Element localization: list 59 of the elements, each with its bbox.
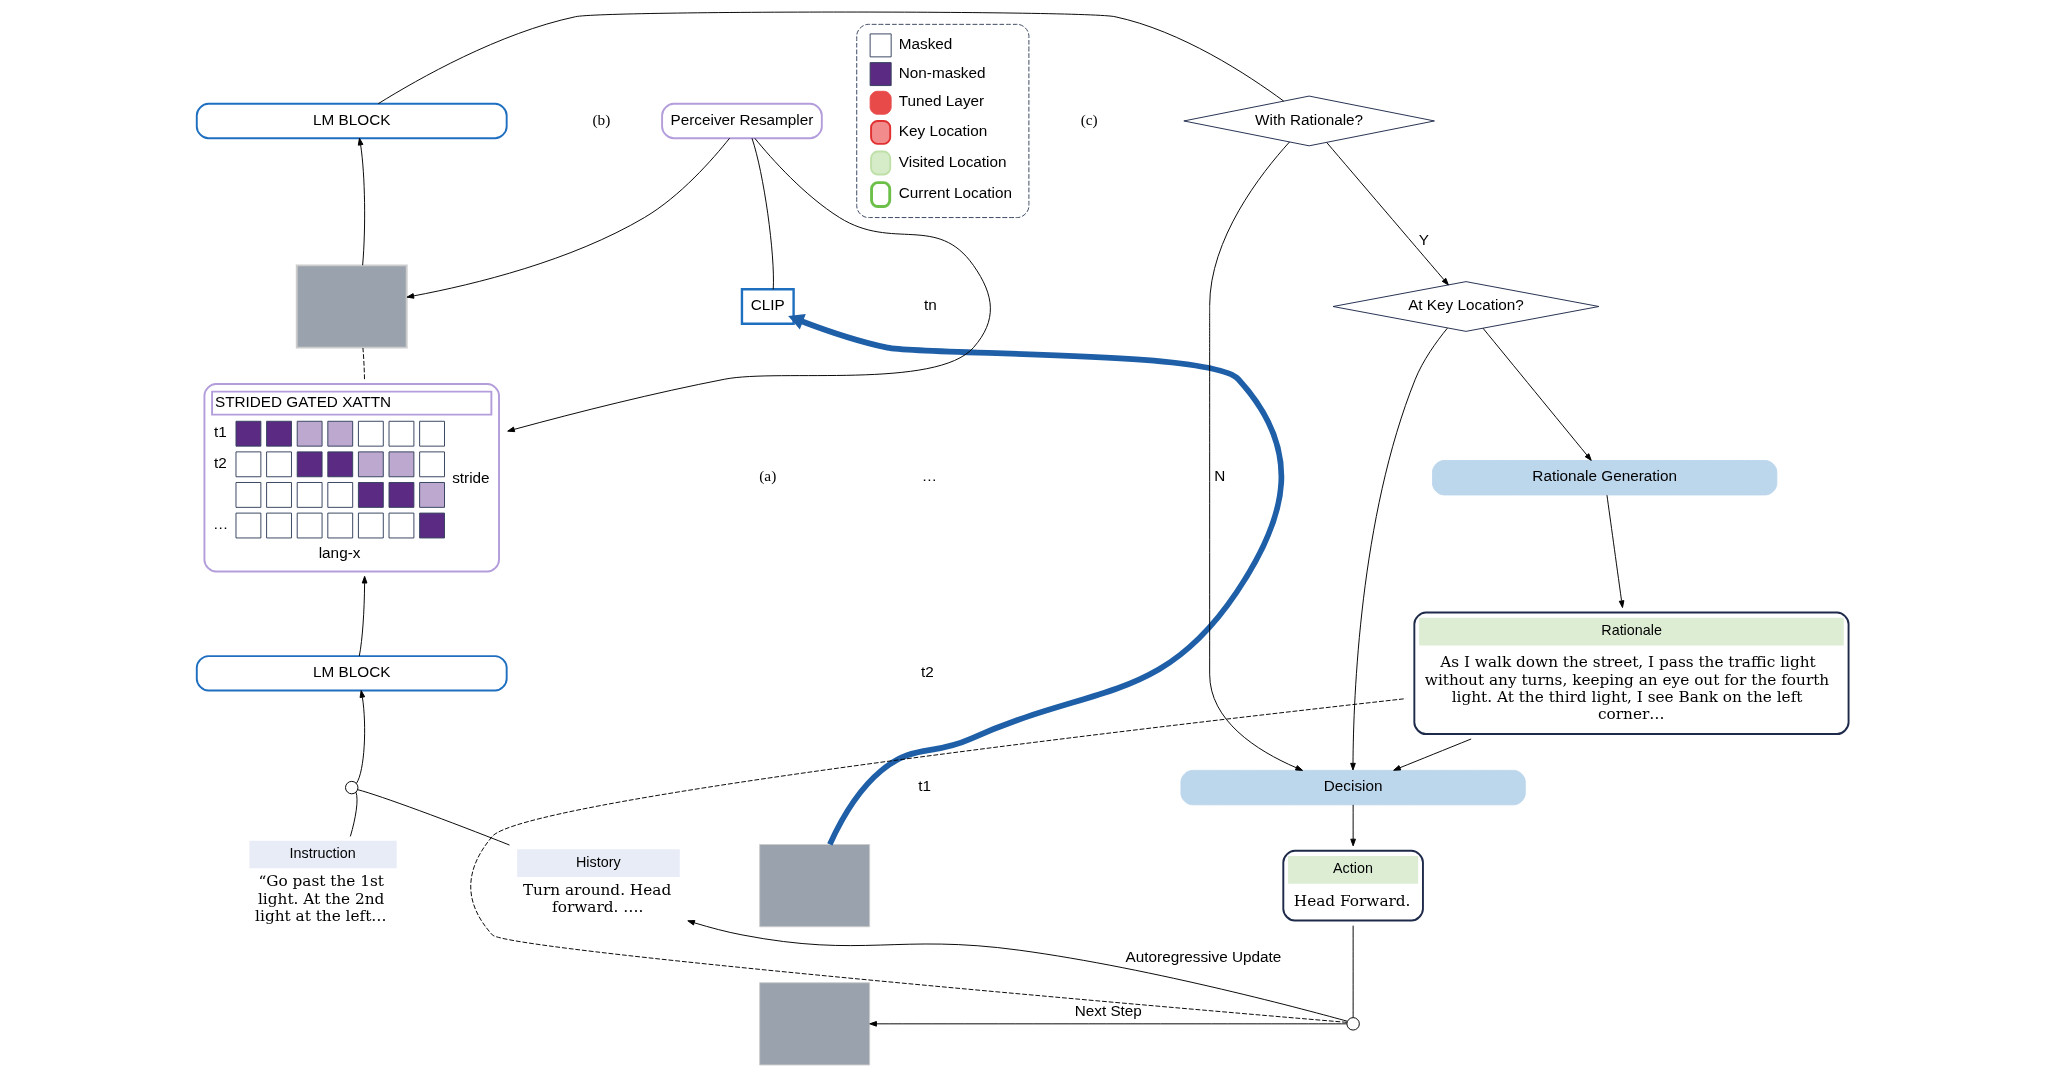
arrow: [1482, 327, 1592, 461]
arrow: [406, 137, 731, 299]
node-box: Action Head Forward.: [1282, 849, 1424, 922]
arrow: [355, 690, 366, 784]
node-box: LM BLOCK: [195, 655, 508, 692]
node-box: Rationale Generation: [1432, 460, 1778, 496]
label: (c): [1080, 110, 1098, 128]
edge-label: N: [1214, 467, 1226, 485]
arrow: [1350, 804, 1356, 847]
connector: [751, 137, 774, 290]
label: …: [213, 515, 229, 533]
node-circle: [345, 780, 359, 795]
label: lang-x: [318, 543, 361, 561]
edge-label: Autoregressive Update: [1125, 948, 1282, 966]
arrow: [507, 137, 991, 433]
arrow: [788, 313, 1285, 846]
label: t2: [921, 662, 934, 680]
label: …: [921, 467, 938, 485]
legend-label: Visited Location: [898, 152, 1007, 170]
label: t1: [918, 777, 932, 795]
node-label: Turn around. Head forward. ….: [522, 881, 672, 917]
arrow: [1350, 327, 1448, 771]
node-box: [295, 264, 408, 349]
connector: [470, 698, 1407, 1023]
connector: [1352, 925, 1354, 1018]
node-box: Rationale As I walk down the street, I pass the traffic light without any turns, keeping an eye out for the fourth light. At the third light, I see Bank on the left corner…: [1413, 611, 1850, 735]
node-box: LM BLOCK: [195, 102, 508, 140]
node-diamond: At Key Location?: [1332, 281, 1600, 332]
node-box: CLIP: [740, 288, 795, 325]
label: tn: [923, 296, 937, 314]
connector: [349, 791, 358, 837]
arrow: [357, 137, 366, 266]
node-diamond: With Rationale?: [1183, 95, 1435, 147]
node-box: [759, 844, 871, 928]
label: (b): [592, 110, 611, 128]
arrow: [869, 1021, 1348, 1027]
label: t1: [214, 423, 227, 441]
arrow: [1326, 142, 1449, 286]
connector: [377, 11, 1285, 105]
connector: [362, 347, 365, 380]
arrow: [1606, 494, 1625, 609]
label: (a): [759, 467, 777, 485]
label: t2: [214, 453, 227, 471]
legend-label: Key Location: [898, 122, 988, 140]
node-box: Decision: [1180, 769, 1526, 806]
arrow: [687, 920, 1348, 1022]
legend-label: Tuned Layer: [898, 92, 985, 110]
edge-label: Y: [1418, 231, 1430, 249]
node-box: Perceiver Resampler: [661, 102, 823, 140]
edge-label: Next Step: [1074, 1002, 1142, 1019]
legend-label: Current Location: [898, 184, 1012, 202]
legend-label: Masked: [898, 35, 953, 53]
arrow: [358, 575, 368, 657]
node-box: [759, 982, 871, 1066]
label: stride: [452, 469, 490, 487]
arrow: [1209, 141, 1304, 771]
node-circle: [1346, 1017, 1360, 1031]
legend-label: Non-masked: [898, 63, 986, 81]
connector: [357, 789, 510, 846]
